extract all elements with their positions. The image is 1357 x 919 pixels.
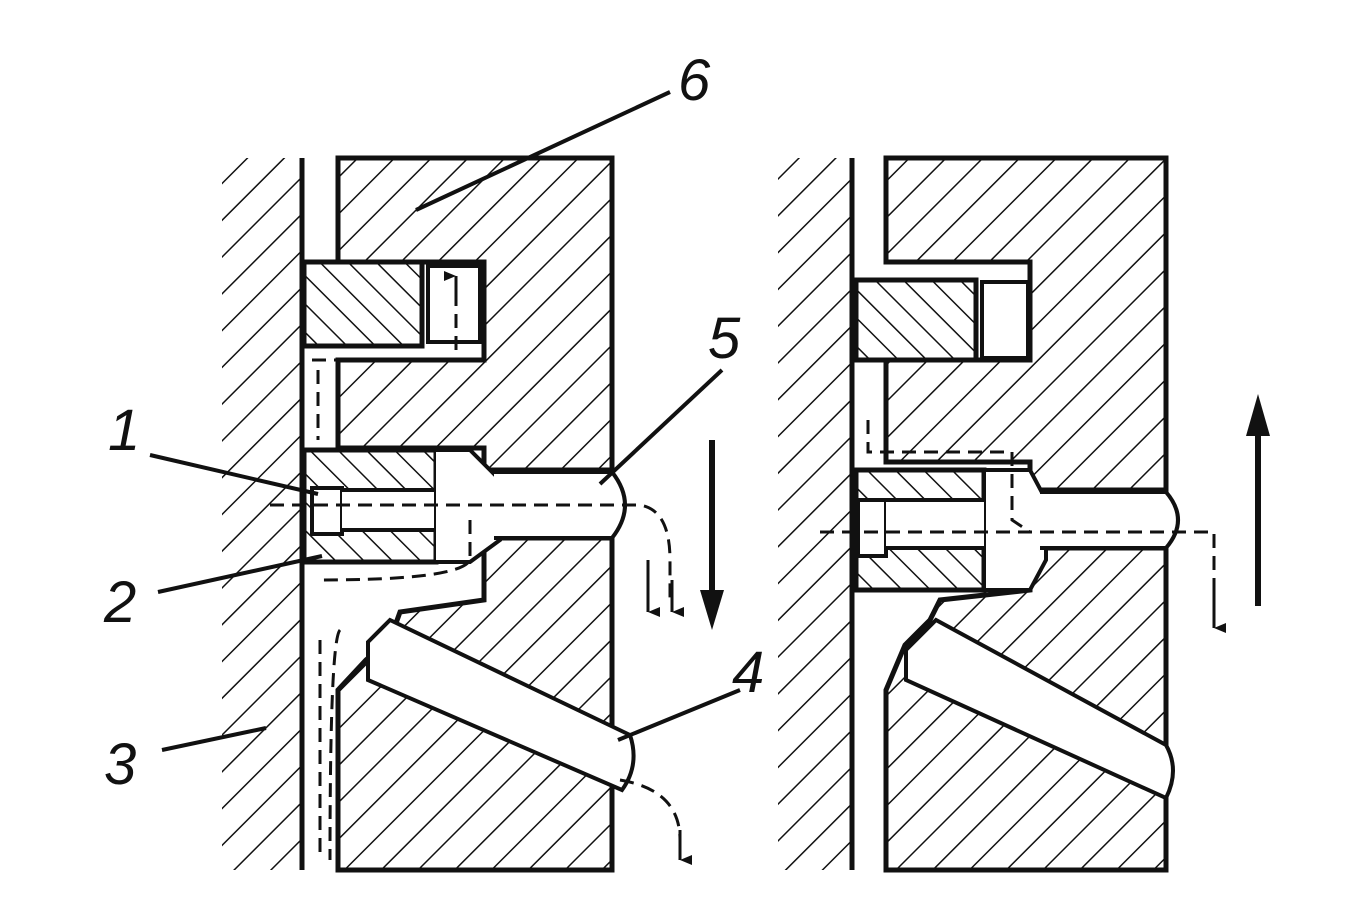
drain-hole-inclined-right [904,617,1175,801]
compression-ring-right [853,277,979,363]
leader-lines [149,90,741,752]
right-view [778,155,1270,873]
compression-ring-left [301,259,425,349]
cylinder-wall-left [222,158,302,870]
cylinder-wall-right [778,158,852,870]
drain-hole-upper-right [1040,490,1180,550]
label-part-1: 1 [108,398,140,463]
label-part-4: 4 [732,640,764,705]
left-view [222,155,724,873]
label-part-2: 2 [103,570,136,635]
label-part-6: 6 [678,48,711,113]
label-part-5: 5 [708,306,741,371]
label-part-3: 3 [104,732,136,797]
